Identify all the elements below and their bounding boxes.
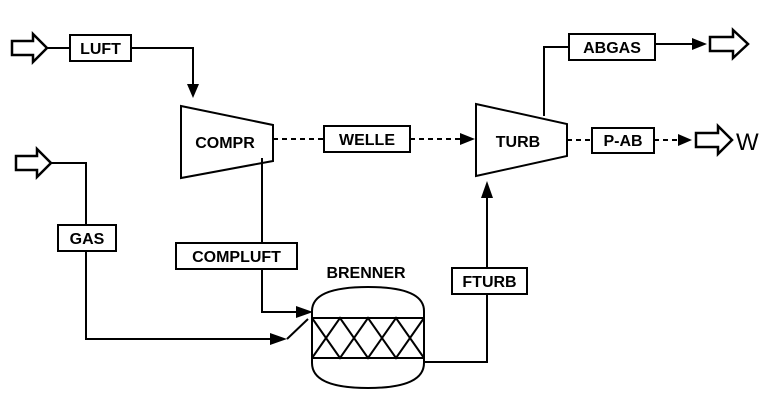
arrowhead-compluft [296, 306, 313, 318]
burner-packed-bed [311, 317, 425, 359]
stream-luft-label: LUFT [80, 41, 121, 58]
line-gas-feed [51, 162, 87, 225]
stream-abgas-box[interactable] [568, 33, 656, 61]
arrowhead-luft [187, 84, 199, 98]
stream-compluft-box[interactable] [175, 242, 298, 270]
stream-abgas-label: ABGAS [583, 40, 641, 57]
burner-label: BRENNER [326, 265, 406, 282]
arrowhead-fturb [481, 181, 493, 198]
shaft-pab-label: P-AB [603, 133, 642, 150]
line-compluft-to-burner [261, 269, 298, 313]
line-burner-to-turb [424, 294, 488, 363]
stream-gas-label: GAS [70, 231, 105, 248]
arrowhead-gas [270, 333, 287, 345]
shaft-welle-label: WELLE [339, 132, 395, 149]
stream-fturb-box[interactable] [451, 267, 528, 295]
line-luft-to-compr [131, 47, 194, 86]
line-turb-to-abgas [543, 46, 569, 116]
arrowhead-welle [460, 133, 475, 145]
stream-gas-box[interactable] [57, 224, 117, 252]
turbine-block[interactable] [475, 102, 568, 178]
feed-arrow-gas [14, 145, 53, 181]
feed-arrow-air [10, 30, 49, 66]
shaft-welle-box[interactable] [323, 125, 411, 153]
compressor-block[interactable] [180, 104, 274, 180]
work-label: W [736, 129, 759, 156]
arrowhead-abgas [692, 38, 707, 50]
stream-fturb-label: FTURB [462, 274, 516, 291]
burner-bed-pattern [311, 316, 425, 360]
arrowhead-pab [678, 134, 692, 146]
stream-compluft-label: COMPLUFT [192, 249, 281, 266]
line-gas-to-burner [85, 251, 272, 340]
product-arrow-work [694, 122, 734, 158]
inlet-notch-gas [286, 318, 309, 340]
product-arrow-abgas [708, 27, 750, 61]
turbine-label: TURB [496, 134, 540, 151]
compressor-label: COMPR [195, 135, 255, 152]
